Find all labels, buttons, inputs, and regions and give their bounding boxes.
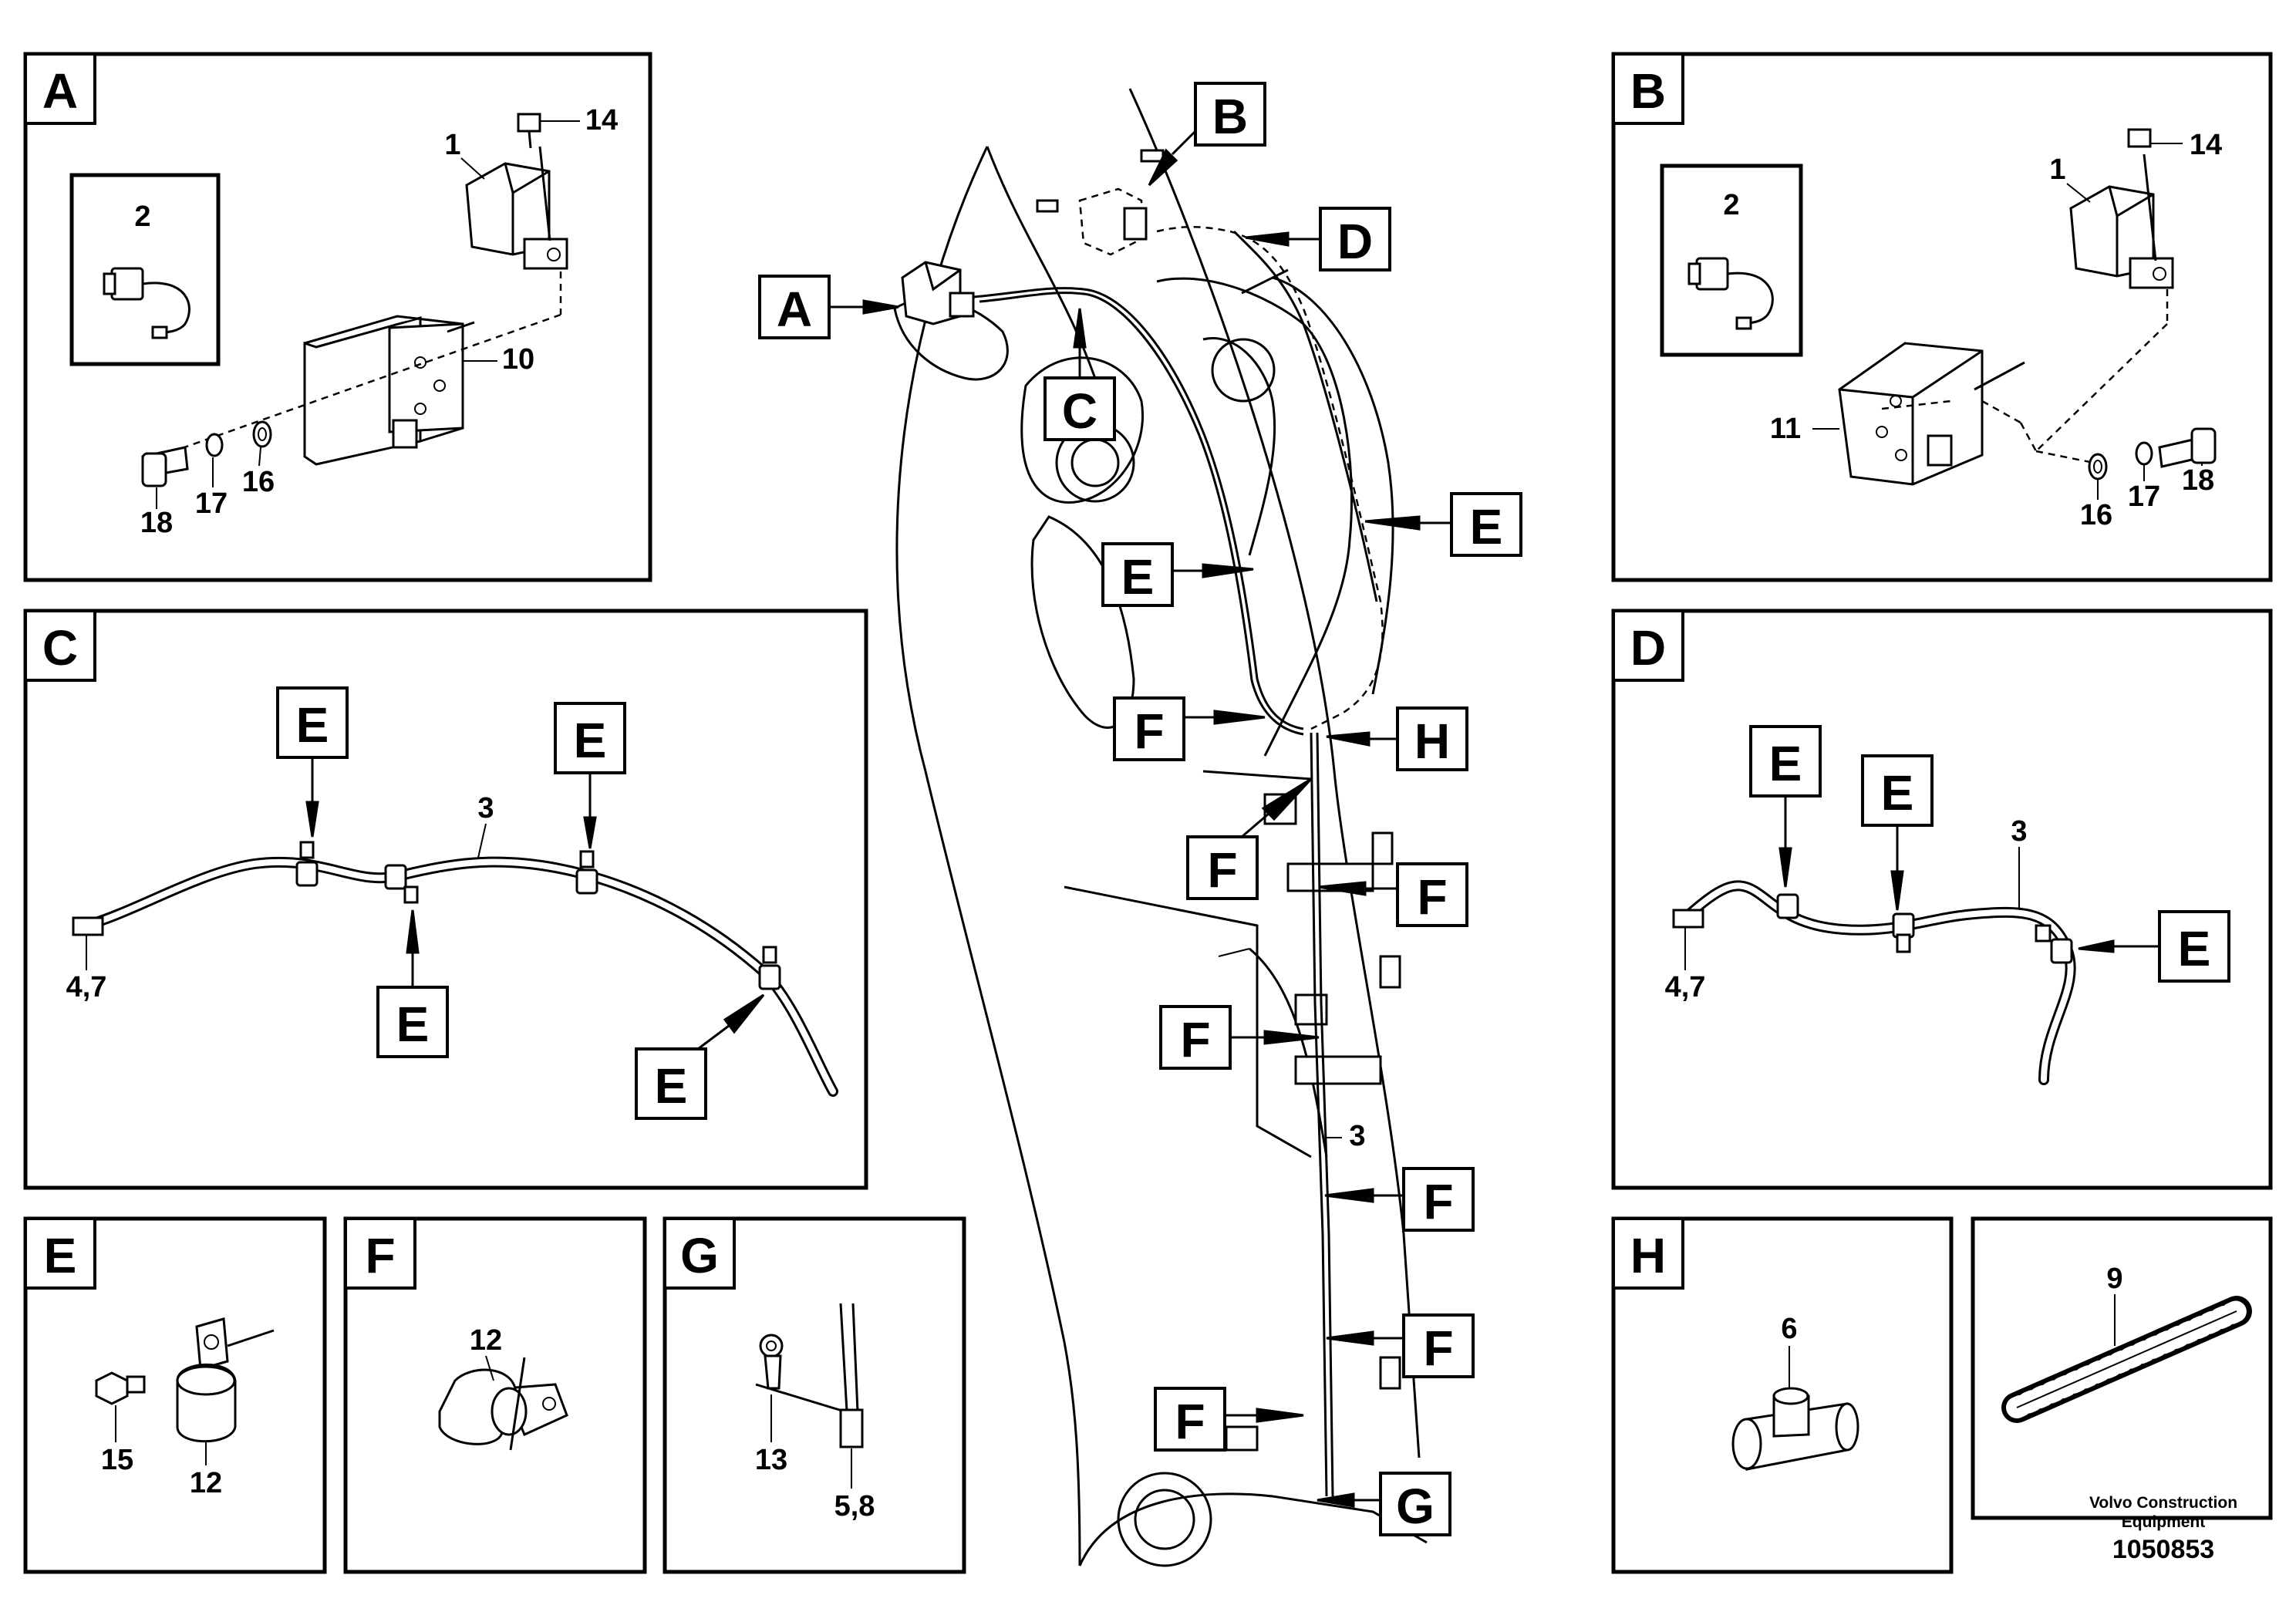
tag-e-d2: E <box>1881 765 1914 821</box>
brand-line-1: Volvo Construction <box>2089 1494 2237 1512</box>
washer-17-icon <box>205 433 224 457</box>
part-16-label-b: 16 <box>2080 499 2112 531</box>
cable-end-icon <box>839 1303 864 1448</box>
tag-f-boom5: F <box>1423 1174 1453 1229</box>
part-11-label-b: 11 <box>1770 413 1801 445</box>
part-1-label-b: 1 <box>2049 153 2065 186</box>
tag-f-boom6: F <box>1423 1320 1453 1376</box>
part-18-label-b: 18 <box>2182 464 2214 497</box>
tag-a-boom: A <box>777 282 812 337</box>
part-10-label-a: 10 <box>502 343 534 376</box>
part-6-label-h: 6 <box>1781 1313 1797 1345</box>
part-16-label-a: 16 <box>242 466 275 498</box>
tag-e-d3: E <box>2178 921 2211 976</box>
tag-f-boom1: F <box>1134 703 1164 759</box>
part-9-label: 9 <box>2106 1263 2122 1295</box>
panel-a: A 2 1 14 <box>23 52 652 582</box>
tag-h-boom: H <box>1414 713 1450 769</box>
tag-f-boom2: F <box>1207 842 1237 898</box>
connector-icon-d <box>1672 909 1704 929</box>
panel-c: C 3 4,7 E E E E <box>23 609 868 1190</box>
tag-e-boom2: E <box>1470 499 1503 555</box>
bracket-icon <box>303 315 464 466</box>
bolt-icon-b <box>2158 427 2217 468</box>
part-17-label-a: 17 <box>195 487 228 520</box>
connector-icon <box>72 916 104 936</box>
panel-e: E 15 12 <box>23 1216 327 1574</box>
work-lamp-icon <box>465 113 568 270</box>
tag-f-boom7: F <box>1175 1394 1205 1449</box>
panel-a-label: A <box>42 63 78 119</box>
panel-f: F 12 <box>343 1216 647 1574</box>
part-5-8-label-g: 5,8 <box>834 1490 875 1523</box>
panel-f-label: F <box>365 1228 395 1283</box>
brand-line-2: Equipment <box>2122 1513 2206 1531</box>
tag-f-boom3: F <box>1417 869 1447 925</box>
part-2-label-b: 2 <box>1723 189 1739 221</box>
boom-lamp-icon <box>901 261 975 325</box>
tag-b-boom: B <box>1212 89 1248 144</box>
tee-connector-icon <box>1731 1387 1859 1471</box>
boom-assembly: 3 A B C D E E F H F F F <box>758 82 1522 1567</box>
tag-f-boom4: F <box>1180 1012 1210 1067</box>
panel-protective-hose: 9 <box>1971 1216 2273 1520</box>
tag-e-c3: E <box>396 996 430 1052</box>
part-2-label-a: 2 <box>134 201 150 233</box>
panel-d: D 3 4,7 E E E <box>1611 609 2273 1190</box>
tag-e-c2: E <box>574 713 607 768</box>
tag-e-d1: E <box>1769 736 1802 791</box>
washer-16-icon-b <box>2088 453 2108 481</box>
bracket-icon-b <box>1838 342 1984 486</box>
spiral-hose-icon <box>2001 1296 2252 1423</box>
part-4-7-label-d: 4,7 <box>1665 971 1706 1003</box>
panel-b-label: B <box>1630 63 1666 119</box>
work-lamp-icon-b <box>2069 128 2174 289</box>
bulb-icon <box>103 267 190 339</box>
part-3-label-d: 3 <box>2011 815 2027 848</box>
tag-d-boom: D <box>1337 214 1373 269</box>
document-number: 1050853 <box>2112 1535 2214 1564</box>
bulb-icon-b <box>1687 257 1774 330</box>
panel-c-label: C <box>42 620 78 676</box>
pipe-clamp-icon <box>176 1317 275 1443</box>
panel-h-label: H <box>1630 1228 1666 1283</box>
tag-e-boom1: E <box>1121 549 1155 605</box>
screw-icon <box>95 1371 146 1405</box>
part-14-label-b: 14 <box>2190 129 2222 161</box>
part-12-label-e: 12 <box>190 1467 222 1499</box>
part-13-label-g: 13 <box>755 1444 787 1476</box>
panel-d-label: D <box>1630 620 1666 676</box>
tag-g-boom: G <box>1396 1479 1435 1534</box>
part-14-label-a: 14 <box>585 104 618 137</box>
panel-g-label: G <box>680 1228 719 1283</box>
panel-g: G 13 5,8 <box>663 1216 966 1574</box>
part-3-label-c: 3 <box>477 792 494 824</box>
tag-c-boom: C <box>1062 383 1097 439</box>
bolt-icon <box>141 446 189 487</box>
tag-e-c4: E <box>655 1058 688 1114</box>
washer-16-icon <box>252 420 272 448</box>
footer: Volvo Construction Equipment 1050853 <box>2089 1494 2237 1564</box>
tag-e-c1: E <box>296 697 329 753</box>
part-17-label-b: 17 <box>2128 481 2160 513</box>
part-18-label-a: 18 <box>140 507 173 539</box>
part-3-label-boom: 3 <box>1349 1120 1365 1152</box>
part-15-label-e: 15 <box>101 1444 133 1476</box>
p-clip-icon <box>438 1357 568 1451</box>
part-4-7-label-c: 4,7 <box>66 971 107 1003</box>
part-12-label-f: 12 <box>470 1324 502 1357</box>
panel-b: B 2 1 14 1 <box>1611 52 2273 582</box>
washer-17-icon-b <box>2135 441 2153 466</box>
panel-h: H 6 <box>1611 1216 1954 1574</box>
part-1-label-a: 1 <box>444 129 460 161</box>
panel-e-label: E <box>44 1228 77 1283</box>
cable-lug-icon <box>755 1334 845 1413</box>
